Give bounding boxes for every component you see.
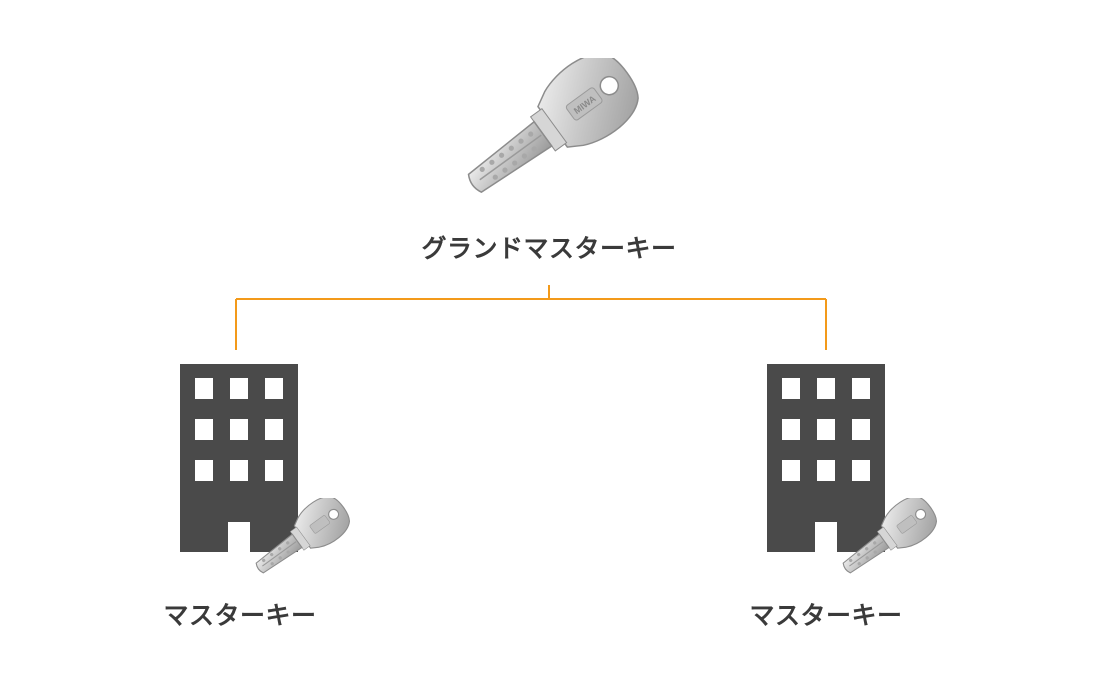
- master-key-label: マスターキー: [749, 601, 903, 630]
- building-icon: [180, 364, 298, 552]
- master-key-label: マスターキー: [163, 601, 317, 630]
- master-key-icon: [255, 498, 351, 574]
- master-key-icon: [842, 498, 938, 574]
- building-icon: [767, 364, 885, 552]
- grand-master-key-label: グランドマスターキー: [421, 234, 677, 263]
- grand-master-key-icon: MIWA: [467, 58, 639, 194]
